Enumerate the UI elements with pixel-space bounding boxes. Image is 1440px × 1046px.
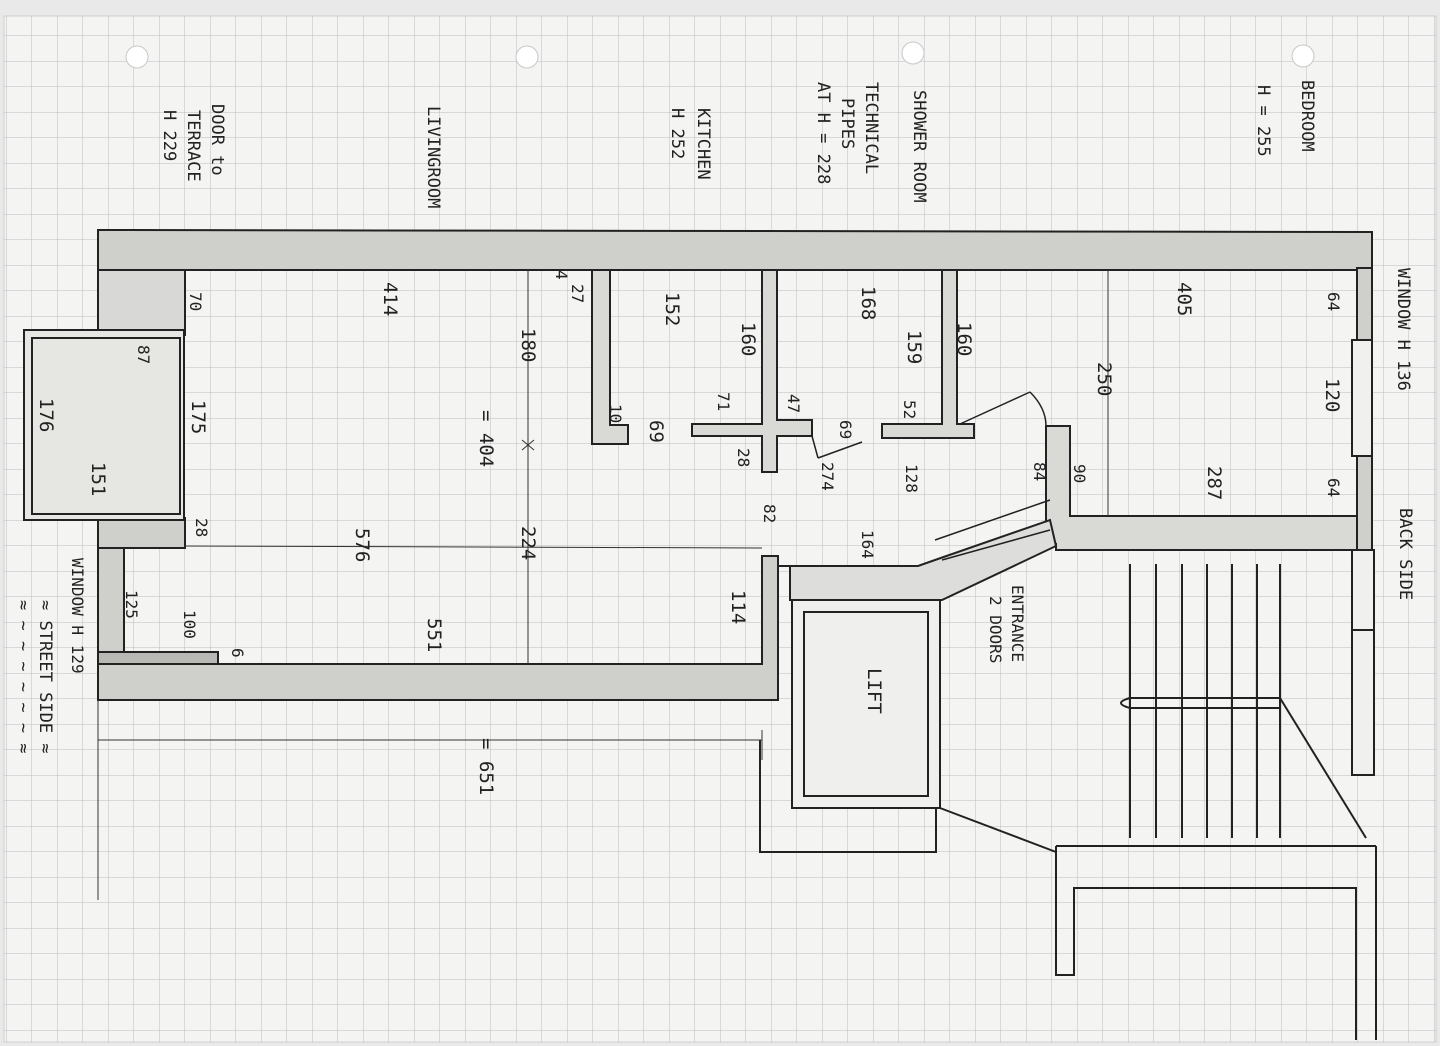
dim-90: 90	[1070, 464, 1089, 483]
street-waves: ≈ ~ ~ ~ ~ ~ ~ ≈	[13, 600, 33, 754]
dim-151: 151	[87, 462, 109, 496]
kitchen-shower-partition	[691, 269, 813, 473]
dim-180: 180	[517, 328, 539, 362]
technical-pipes-label: AT H = 228	[813, 82, 833, 184]
bedroom-label: BEDROOM	[1297, 80, 1317, 152]
dim-287: 287	[1203, 466, 1225, 500]
walls	[97, 228, 1373, 701]
room-labels: BEDROOM H = 255 SHOWER ROOM TECHNICAL PI…	[13, 80, 1415, 754]
dim-69b: 69	[836, 420, 855, 439]
binder-hole	[515, 45, 539, 69]
dim-120: 120	[1321, 378, 1343, 412]
staircase	[759, 564, 1377, 1040]
dim-128: 128	[902, 464, 921, 493]
dim-125: 125	[122, 590, 141, 619]
dim-28a: 28	[192, 518, 211, 537]
door-terrace-label: DOOR to	[207, 104, 227, 176]
binder-hole	[125, 45, 149, 69]
technical-pipes-label: PIPES	[837, 98, 857, 149]
door-terrace-label: TERRACE	[183, 110, 203, 182]
back-window-label: WINDOW H 136	[1393, 268, 1413, 391]
back-side-label: BACK SIDE	[1395, 508, 1415, 600]
dim-10: 10	[606, 404, 625, 423]
dim-100: 100	[180, 610, 199, 639]
dim-64b: 64	[1324, 478, 1343, 497]
dim-28b: 28	[734, 448, 753, 467]
kitchen-height-label: H 252	[667, 108, 687, 159]
dim-405: 405	[1173, 282, 1195, 316]
street-window-sill	[97, 651, 219, 665]
dim-404: = 404	[475, 410, 497, 467]
top-exterior-wall	[97, 228, 1373, 271]
shower-room-label: SHOWER ROOM	[909, 90, 929, 203]
dimension-labels: 70 87 176 175 151 28 414 180 = 404 576 2…	[35, 270, 1343, 795]
corridor-wall	[778, 518, 1058, 601]
left-wall-upper	[97, 269, 186, 336]
binder-hole	[901, 41, 925, 65]
dim-274: 274	[818, 462, 837, 491]
dim-71: 71	[714, 392, 733, 411]
dim-160b: 160	[953, 322, 975, 356]
terrace-bay	[23, 329, 185, 521]
dim-551: 551	[423, 618, 445, 652]
entrance-doors-label: 2 DOORS	[986, 596, 1005, 663]
door-swings	[811, 391, 1051, 561]
dim-160a: 160	[737, 322, 759, 356]
dim-164: 164	[858, 530, 877, 559]
dim-576: 576	[351, 528, 373, 562]
shower-bedroom-partition	[881, 269, 975, 439]
dim-52: 52	[900, 400, 919, 419]
dim-175: 175	[187, 400, 209, 434]
dim-69a: 69	[645, 420, 667, 443]
dim-152: 152	[661, 292, 683, 326]
door-terrace-label: H 229	[159, 110, 179, 161]
living-kitchen-partition	[591, 269, 629, 445]
dim-224: 224	[517, 526, 539, 560]
dim-6: 6	[228, 648, 247, 658]
dim-250: 250	[1093, 362, 1115, 396]
kitchen-label: KITCHEN	[693, 108, 713, 180]
entrance-label: ENTRANCE	[1008, 585, 1027, 662]
binder-holes	[125, 41, 1315, 69]
dim-651: = 651	[475, 738, 497, 795]
dim-84: 84	[1030, 462, 1049, 481]
street-side-label: ≈ STREET SIDE ≈	[35, 600, 55, 754]
bedroom-height-label: H = 255	[1253, 85, 1273, 157]
dim-27: 27	[568, 284, 587, 303]
lift-shaft	[791, 599, 941, 809]
street-window-label: WINDOW H 129	[68, 558, 87, 674]
dim-4: 4	[552, 270, 571, 280]
dim-176: 176	[35, 398, 57, 432]
dim-168: 168	[857, 286, 879, 320]
dim-159: 159	[903, 330, 925, 364]
dimension-lines	[97, 270, 1109, 900]
technical-pipes-label: TECHNICAL	[861, 82, 881, 174]
dim-70: 70	[186, 292, 205, 311]
left-wall-strip	[97, 547, 125, 653]
binder-hole	[1291, 44, 1315, 68]
dim-64a: 64	[1324, 292, 1343, 311]
dim-114: 114	[727, 590, 749, 624]
dim-47: 47	[784, 394, 803, 413]
dim-82: 82	[760, 504, 779, 523]
living-room-label: LIVINGROOM	[423, 106, 443, 208]
lift-label: LIFT	[863, 668, 885, 714]
dim-87: 87	[134, 345, 153, 364]
left-wall-lower	[97, 517, 186, 549]
dim-414: 414	[379, 282, 401, 316]
back-windows	[1351, 339, 1375, 776]
